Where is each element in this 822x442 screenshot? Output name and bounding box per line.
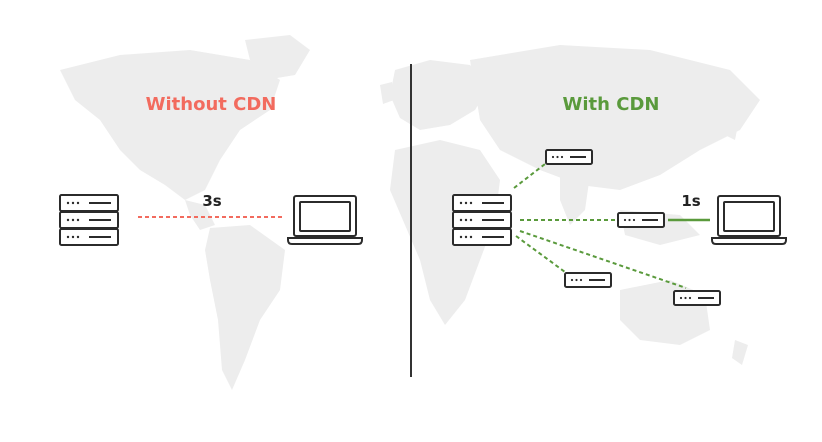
edge-server-icon (564, 272, 612, 288)
with-cdn-latency: 1s (681, 192, 700, 210)
edge-server-icon (617, 212, 665, 228)
origin-server-icon (452, 194, 512, 246)
without-cdn-latency: 3s (202, 192, 221, 210)
without-cdn-panel: Without CDN 3s (59, 94, 363, 246)
without-cdn-title: Without CDN (146, 94, 277, 115)
with-cdn-title: With CDN (563, 94, 660, 115)
edge-server-icon (545, 149, 593, 165)
client-laptop-icon (287, 195, 363, 245)
edge-link-southeast (519, 230, 687, 289)
edge-link-south (515, 235, 566, 273)
origin-server-icon (59, 194, 119, 246)
with-cdn-panel: With CDN 1s (452, 94, 787, 306)
client-laptop-icon (711, 195, 787, 245)
edge-server-icon (673, 290, 721, 306)
